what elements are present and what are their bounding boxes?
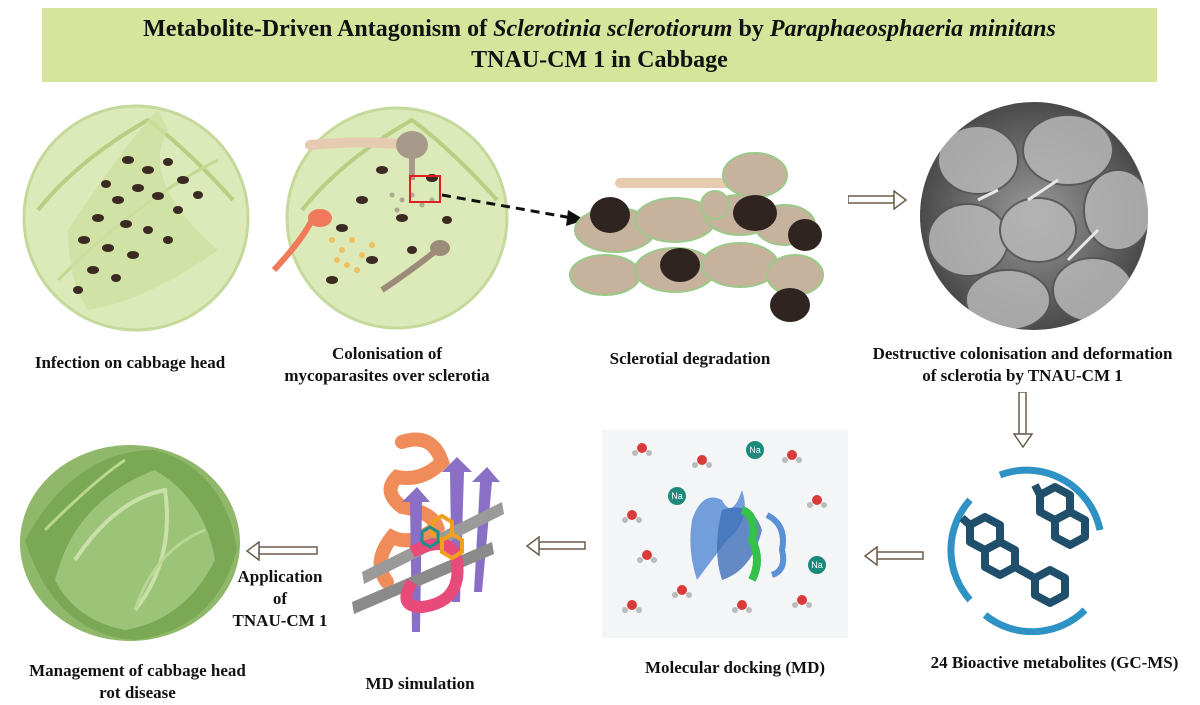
arrow-to-management [245, 541, 320, 561]
healthy-cabbage-illustration [15, 440, 245, 645]
title-organism-2: Paraphaeosphaeria minitans [769, 16, 1056, 42]
infected-cabbage-illustration [18, 100, 258, 335]
zoom-arrow [440, 190, 590, 230]
colonised-cabbage-illustration [262, 100, 512, 335]
svg-text:Na: Na [749, 445, 761, 455]
label-md-simulation: MD simulation [365, 674, 475, 693]
metabolites-icon [940, 460, 1115, 635]
arrow-to-md-simulation [525, 536, 587, 556]
arrow-to-sem [848, 190, 908, 210]
svg-text:Na: Na [671, 491, 683, 501]
title-line-1: Metabolite-Driven Antagonism of Scleroti… [42, 14, 1157, 45]
sclerotial-degradation-illustration [565, 145, 825, 330]
label-management: Management of cabbage head rot disease [5, 660, 270, 704]
arrow-down [1013, 392, 1033, 448]
title-text-1: Metabolite-Driven Antagonism of [143, 16, 494, 42]
label-docking: Molecular docking (MD) [644, 658, 826, 677]
title-organism-1: Sclerotinia sclerotiorum [493, 16, 733, 42]
label-destructive-line2: of sclerotia by TNAU-CM 1 [922, 366, 1123, 385]
label-management-line1: Management of cabbage head [29, 661, 246, 680]
svg-text:Na: Na [811, 560, 823, 570]
zoom-box [409, 175, 441, 203]
label-destructive: Destructive colonisation and deformation… [850, 343, 1195, 387]
title-line-2: TNAU-CM 1 in Cabbage [471, 47, 728, 73]
protein-structure [690, 490, 787, 582]
label-metabolites: 24 Bioactive metabolites (GC-MS) [930, 653, 1179, 672]
water-molecules [622, 443, 827, 613]
title-text-2: by [732, 16, 770, 42]
label-degradation: Sclerotial degradation [609, 349, 771, 368]
sodium-ions: Na Na Na [668, 441, 826, 574]
label-colonisation-line2: mycoparasites over sclerotia [284, 366, 490, 385]
label-application-line3: TNAU-CM 1 [232, 611, 328, 630]
label-management-line2: rot disease [99, 683, 176, 702]
label-infection: Infection on cabbage head [34, 353, 226, 372]
label-destructive-line1: Destructive colonisation and deformation [872, 344, 1173, 363]
sclerotia-dots [73, 156, 203, 294]
md-simulation-illustration [342, 432, 512, 657]
label-application-line2: of [272, 589, 288, 608]
docking-illustration: Na Na Na [602, 430, 848, 638]
label-colonisation: Colonisation of mycoparasites over scler… [262, 343, 512, 387]
title-banner: Metabolite-Driven Antagonism of Scleroti… [42, 8, 1157, 82]
label-application: Application of TNAU-CM 1 [215, 566, 345, 632]
arrow-to-docking [863, 546, 925, 566]
label-application-line1: Application [237, 567, 323, 586]
label-colonisation-line1: Colonisation of [331, 344, 443, 363]
sem-micrograph [918, 100, 1150, 332]
